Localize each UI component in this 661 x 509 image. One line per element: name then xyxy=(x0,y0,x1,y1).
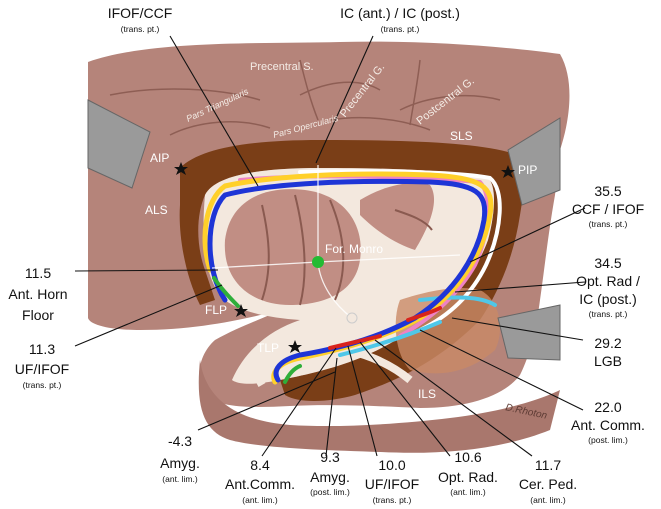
bottom-label-5-value: 11.7 xyxy=(535,457,561,473)
right-label-1: 34.5 Opt. Rad / IC (post.) (trans. pt.) xyxy=(576,255,640,319)
star-aip xyxy=(174,162,188,175)
label-sls: SLS xyxy=(450,129,473,143)
right-label-3-line1: Ant. Comm. xyxy=(571,417,645,433)
bottom-label-0-value: -4.3 xyxy=(168,433,192,449)
ifof-ccf-note: (trans. pt.) xyxy=(121,24,160,34)
bottom-label-4-note: (ant. lim.) xyxy=(450,487,486,497)
leader-lines xyxy=(74,35,586,457)
label-pip: PIP xyxy=(518,163,537,177)
right-label-1-value: 34.5 xyxy=(594,255,621,271)
bottom-label-5: 11.7 Cer. Ped. (ant. lim.) xyxy=(519,457,577,505)
bottom-label-3: 10.0 UF/IFOF (trans. pt.) xyxy=(365,457,419,505)
bottom-right-retractor xyxy=(497,304,561,361)
right-retractor xyxy=(507,117,561,206)
label-for-monro: For. Monro xyxy=(325,242,383,256)
right-label-1-note: (trans. pt.) xyxy=(589,309,628,319)
star-pip xyxy=(501,165,515,178)
bottom-label-0-line1: Amyg. xyxy=(160,455,200,471)
bottom-label-1-value: 8.4 xyxy=(250,457,270,473)
right-label-0-note: (trans. pt.) xyxy=(589,219,628,229)
left-label-0-value: 11.5 xyxy=(25,265,51,281)
bottom-label-1: 8.4 Ant.Comm. (ant. lim.) xyxy=(225,457,295,505)
label-aip: AIP xyxy=(150,151,169,165)
insula-gyri xyxy=(224,183,435,306)
bottom-label-3-value: 10.0 xyxy=(378,457,405,473)
tract-red xyxy=(328,306,442,350)
star-flp xyxy=(234,304,248,317)
foramen-monro-marker xyxy=(312,256,324,268)
left-label-0-line2: Floor xyxy=(22,307,54,323)
right-label-3-note: (post. lim.) xyxy=(588,435,628,445)
bottom-label-0: -4.3 Amyg. (ant. lim.) xyxy=(160,433,200,484)
gyrus-precentral-s: Precentral S. xyxy=(250,61,314,73)
temporal-lobe xyxy=(198,360,560,453)
left-label-1-line1: UF/IFOF xyxy=(15,361,69,377)
bottom-label-3-note: (trans. pt.) xyxy=(373,495,412,505)
bottom-label-5-line1: Cer. Ped. xyxy=(519,476,577,492)
bottom-label-2-value: 9.3 xyxy=(320,449,340,465)
bottom-label-2-note: (post. lim.) xyxy=(310,487,350,497)
tract-white xyxy=(298,169,502,332)
left-label-1: 11.3 UF/IFOF (trans. pt.) xyxy=(15,341,69,390)
ic-title: IC (ant.) / IC (post.) xyxy=(340,5,460,21)
right-label-3-value: 22.0 xyxy=(594,399,621,415)
right-label-1-line1: Opt. Rad / xyxy=(576,273,640,289)
lgb-region xyxy=(395,288,500,374)
bottom-label-0-note: (ant. lim.) xyxy=(162,474,198,484)
left-retractor xyxy=(87,99,151,189)
right-label-2-value: 29.2 xyxy=(594,335,621,351)
tract-cyan xyxy=(338,295,497,357)
bottom-label-4-value: 10.6 xyxy=(454,449,481,465)
left-label-0: 11.5 Ant. Horn Floor xyxy=(8,265,67,323)
bottom-label-3-line1: UF/IFOF xyxy=(365,476,419,492)
bottom-label-2-line1: Amyg. xyxy=(310,469,350,485)
label-als: ALS xyxy=(145,203,168,217)
ifof-ccf-title: IFOF/CCF xyxy=(108,5,173,21)
label-ils: ILS xyxy=(418,387,436,401)
bottom-label-1-line1: Ant.Comm. xyxy=(225,476,295,492)
right-label-1-line2: IC (post.) xyxy=(579,291,637,307)
left-label-1-value: 11.3 xyxy=(29,341,55,357)
bottom-label-4-line1: Opt. Rad. xyxy=(438,469,498,485)
bottom-label-2: 9.3 Amyg. (post. lim.) xyxy=(310,449,350,497)
left-label-1-note: (trans. pt.) xyxy=(23,380,62,390)
tract-blue xyxy=(207,178,488,383)
label-flp: FLP xyxy=(205,303,227,317)
star-tlp xyxy=(288,340,302,353)
bottom-label-4: 10.6 Opt. Rad. (ant. lim.) xyxy=(438,449,498,497)
tract-green xyxy=(212,276,302,384)
right-label-0-line1: CCF / IFOF xyxy=(572,201,644,217)
point-markers xyxy=(174,162,515,353)
right-label-0: 35.5 CCF / IFOF (trans. pt.) xyxy=(572,183,644,229)
bottom-label-5-note: (ant. lim.) xyxy=(530,495,566,505)
reference-dot xyxy=(346,312,358,324)
fiber-tracts xyxy=(202,169,502,385)
right-label-3: 22.0 Ant. Comm. (post. lim.) xyxy=(571,399,645,445)
label-tlp: TLP xyxy=(257,341,279,355)
ic-note: (trans. pt.) xyxy=(381,24,420,34)
bottom-label-1-note: (ant. lim.) xyxy=(242,495,278,505)
right-label-0-value: 35.5 xyxy=(594,183,621,199)
right-label-2: 29.2 LGB xyxy=(594,335,622,369)
left-label-0-line1: Ant. Horn xyxy=(8,286,67,302)
right-label-2-line1: LGB xyxy=(594,353,622,369)
